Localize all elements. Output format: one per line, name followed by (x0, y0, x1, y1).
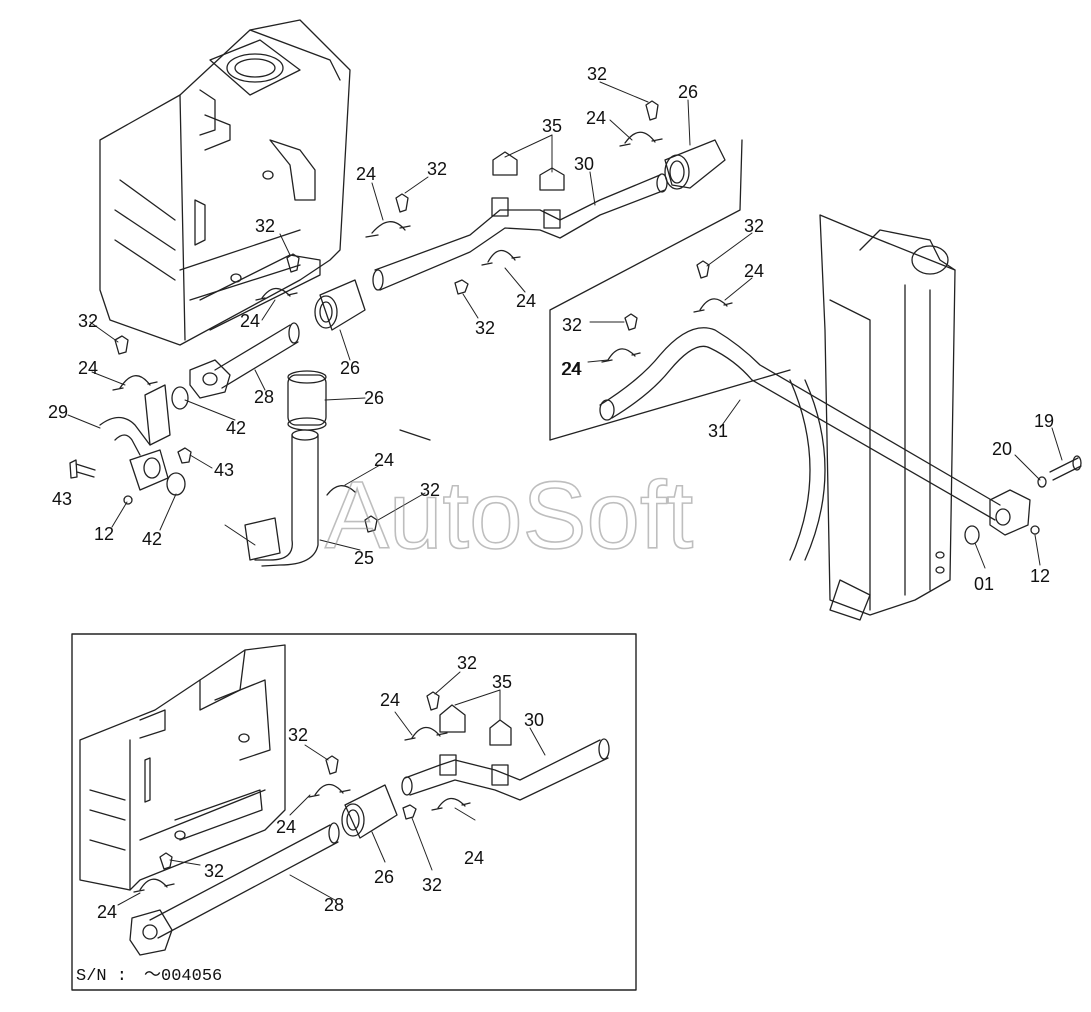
inset-plug-35 (440, 705, 511, 745)
inset-engine-block (80, 645, 285, 890)
callout-label: 24 (276, 817, 296, 837)
callout-label: 12 (1030, 566, 1050, 586)
inset-bolt-32 (160, 692, 439, 869)
callout-label: 30 (524, 710, 544, 730)
callout-label: 32 (475, 318, 495, 338)
callout-label: 24 (561, 359, 581, 379)
callout-label: 43 (52, 489, 72, 509)
callout-label: 32 (562, 315, 582, 335)
callout-label: 12 (94, 524, 114, 544)
callout-label: 24 (516, 291, 536, 311)
serial-number-note: S/N : ～004056 (76, 967, 222, 986)
callout-label: 24 (374, 450, 394, 470)
callout-label: 32 (427, 159, 447, 179)
callout-label: 24 (78, 358, 98, 378)
inset-frame (72, 634, 636, 990)
pipe-29 (100, 385, 170, 490)
callout-label: 35 (492, 672, 512, 692)
callout-label: 26 (374, 867, 394, 887)
callout-label: 32 (78, 311, 98, 331)
clamp-24 (113, 132, 732, 495)
pipe-31 (600, 328, 1000, 520)
callout-label: 24 (240, 311, 260, 331)
callouts-upper: 32 24 26 35 30 24 32 32 24 24 32 24 26 3… (48, 64, 1054, 594)
callouts-lower: 32 35 24 30 32 24 32 24 26 32 24 28 (97, 653, 544, 922)
bolt-32 (70, 101, 709, 532)
callout-label: 25 (354, 548, 374, 568)
callout-label: 19 (1034, 411, 1054, 431)
callout-label: 24 (356, 164, 376, 184)
inset-hose-26 (342, 785, 397, 838)
gasket-42 (167, 387, 188, 495)
inset-clamp-24 (134, 727, 470, 892)
callout-label: 32 (255, 216, 275, 236)
callout-label: 35 (542, 116, 562, 136)
callout-label: 32 (420, 480, 440, 500)
callout-label: 26 (340, 358, 360, 378)
callout-label: 24 (744, 261, 764, 281)
callout-label: 42 (226, 418, 246, 438)
radiator (790, 215, 955, 620)
hose-26 (315, 280, 365, 330)
callout-label: 01 (974, 574, 994, 594)
callout-label: 24 (586, 108, 606, 128)
callout-label: 32 (422, 875, 442, 895)
hose-26 (665, 140, 725, 189)
hose-26 (288, 371, 326, 430)
callout-label: 42 (142, 529, 162, 549)
flange-adapter (965, 456, 1081, 544)
callout-label: 20 (992, 439, 1012, 459)
callout-label: 24 (464, 848, 484, 868)
nut-12 (124, 496, 132, 504)
callout-label: 28 (324, 895, 344, 915)
pipe-30 (373, 174, 667, 290)
callout-label: 32 (744, 216, 764, 236)
group-outline-31 (400, 140, 790, 440)
pipe-28 (190, 323, 299, 398)
leader-lines (68, 82, 1062, 568)
callout-label: 24 (97, 902, 117, 922)
watermark-text: AutoSoft (325, 462, 693, 569)
callout-label: 28 (254, 387, 274, 407)
inset-pipe-28 (130, 823, 339, 955)
callout-label: 31 (708, 421, 728, 441)
callout-label: 32 (204, 861, 224, 881)
inset-leader-lines (118, 672, 545, 905)
callout-label: 32 (587, 64, 607, 84)
plug-35 (493, 152, 564, 190)
callout-label: 43 (214, 460, 234, 480)
callout-label: 26 (678, 82, 698, 102)
callout-label: 24 (562, 359, 582, 379)
callout-label: 32 (288, 725, 308, 745)
pipe-25 (245, 430, 318, 566)
callout-label: 24 (380, 690, 400, 710)
callout-label: 30 (574, 154, 594, 174)
callout-label: 32 (457, 653, 477, 673)
inset-pipe-30 (402, 739, 609, 800)
engine-block (100, 20, 350, 345)
callout-label: 29 (48, 402, 68, 422)
callout-label: 26 (364, 388, 384, 408)
